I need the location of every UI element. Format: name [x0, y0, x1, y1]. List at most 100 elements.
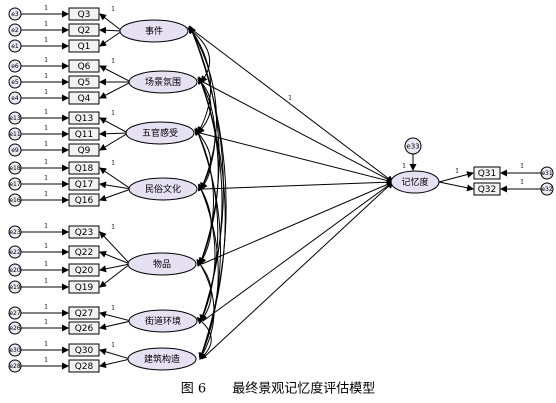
error-node — [8, 225, 22, 239]
loading-path — [99, 81, 132, 99]
error-node — [8, 193, 22, 207]
error-label: e5 — [11, 79, 19, 86]
covariance-arc — [196, 316, 212, 360]
error-label: e22 — [9, 249, 21, 256]
error-node — [404, 137, 422, 155]
structural-path — [201, 181, 394, 265]
latent-label: 民俗文化 — [145, 183, 181, 195]
error-node — [8, 177, 22, 191]
indicator-label: Q2 — [78, 26, 91, 36]
indicator-label: Q3 — [78, 10, 91, 20]
loading-path — [99, 250, 131, 265]
loading-path — [99, 65, 132, 83]
error-node — [8, 23, 22, 37]
error-label: e27 — [9, 310, 21, 317]
loading-path — [99, 348, 131, 360]
figure-caption: 图 6 最终景观记忆度评估模型 — [181, 381, 375, 397]
path-weight-label: 1 — [520, 179, 524, 186]
indicator-box — [68, 127, 100, 141]
indicator-box — [68, 23, 100, 37]
error-label: e13 — [9, 115, 21, 122]
indicator-box — [68, 343, 100, 357]
indicator-label: Q28 — [75, 362, 94, 372]
error-node — [8, 359, 22, 373]
path-weight-label: 1 — [44, 141, 48, 148]
error-node — [8, 245, 22, 259]
error-label: e26 — [9, 325, 21, 332]
error-label: e31 — [541, 170, 553, 177]
path-weight-label: 1 — [44, 109, 48, 116]
error-label: e2 — [11, 27, 19, 34]
path-weight-label: 1 — [44, 125, 48, 132]
error-label: e17 — [9, 181, 21, 188]
loading-weight-label: 1 — [111, 342, 115, 349]
structural-path — [199, 132, 394, 184]
path-weight-label: 1 — [402, 163, 406, 170]
indicator-label: Q4 — [78, 94, 91, 104]
indicator-label: Q19 — [75, 283, 94, 293]
indicator-box — [68, 245, 100, 259]
loading-path — [438, 171, 474, 183]
loading-weight-label: 1 — [111, 110, 115, 117]
error-node — [8, 59, 22, 73]
loading-path — [99, 132, 129, 151]
indicator-box — [68, 263, 100, 277]
indicator-label: Q22 — [75, 248, 94, 258]
indicator-box — [68, 91, 100, 105]
error-node — [8, 343, 22, 357]
covariance-arc — [198, 183, 219, 360]
error-node — [8, 306, 22, 320]
loading-path — [99, 26, 123, 34]
error-node — [8, 263, 22, 277]
error-node — [540, 166, 554, 180]
path-weight-label: 1 — [44, 278, 48, 285]
path-weight-label: 1 — [44, 357, 48, 364]
structural-path — [193, 30, 394, 183]
error-node — [8, 321, 22, 335]
indicator-label: Q20 — [75, 266, 94, 276]
loading-path — [99, 263, 131, 288]
indicator-label: Q11 — [75, 130, 94, 140]
error-label: e30 — [9, 347, 21, 354]
loading-weight-label: 1 — [111, 6, 115, 13]
path-weight-label: 1 — [44, 5, 48, 12]
error-node — [8, 7, 22, 21]
indicator-label: Q13 — [75, 114, 94, 124]
latent-label: 事件 — [145, 25, 163, 37]
error-label: e9 — [11, 147, 19, 154]
indicator-label: Q17 — [75, 180, 94, 190]
indicator-box — [68, 111, 100, 125]
indicator-label: Q32 — [478, 185, 497, 195]
path-weight-label: 1 — [44, 37, 48, 44]
latent-label: 五官感受 — [142, 127, 178, 139]
structural-path — [201, 181, 394, 360]
nodes — [8, 7, 554, 373]
latent-l4 — [128, 177, 198, 201]
indicator-box — [68, 177, 100, 191]
indicator-box — [68, 225, 100, 239]
loading-weight-label: 1 — [111, 58, 115, 65]
path-weight-label: 1 — [44, 175, 48, 182]
error-node — [8, 280, 22, 294]
error-label: e32 — [541, 186, 553, 193]
indicator-box — [68, 7, 100, 21]
error-label: e23 — [9, 229, 21, 236]
loading-path — [99, 358, 131, 369]
error-label: e3 — [11, 11, 19, 18]
indicator-label: Q18 — [75, 164, 94, 174]
error-node — [8, 127, 22, 141]
indicator-box — [68, 143, 100, 157]
indicator-box — [68, 161, 100, 175]
loading-path — [99, 231, 131, 265]
indicator-box — [68, 39, 100, 53]
loading-path — [99, 117, 129, 134]
error-node — [8, 91, 22, 105]
indicator-box — [473, 166, 501, 180]
path-weight-label: 1 — [520, 163, 524, 170]
latent-l1 — [119, 19, 189, 43]
latent-label: 物品 — [153, 258, 171, 270]
indicator-label: Q16 — [75, 196, 94, 206]
error-label: e19 — [9, 284, 21, 291]
path-weight-label: 1 — [44, 191, 48, 198]
